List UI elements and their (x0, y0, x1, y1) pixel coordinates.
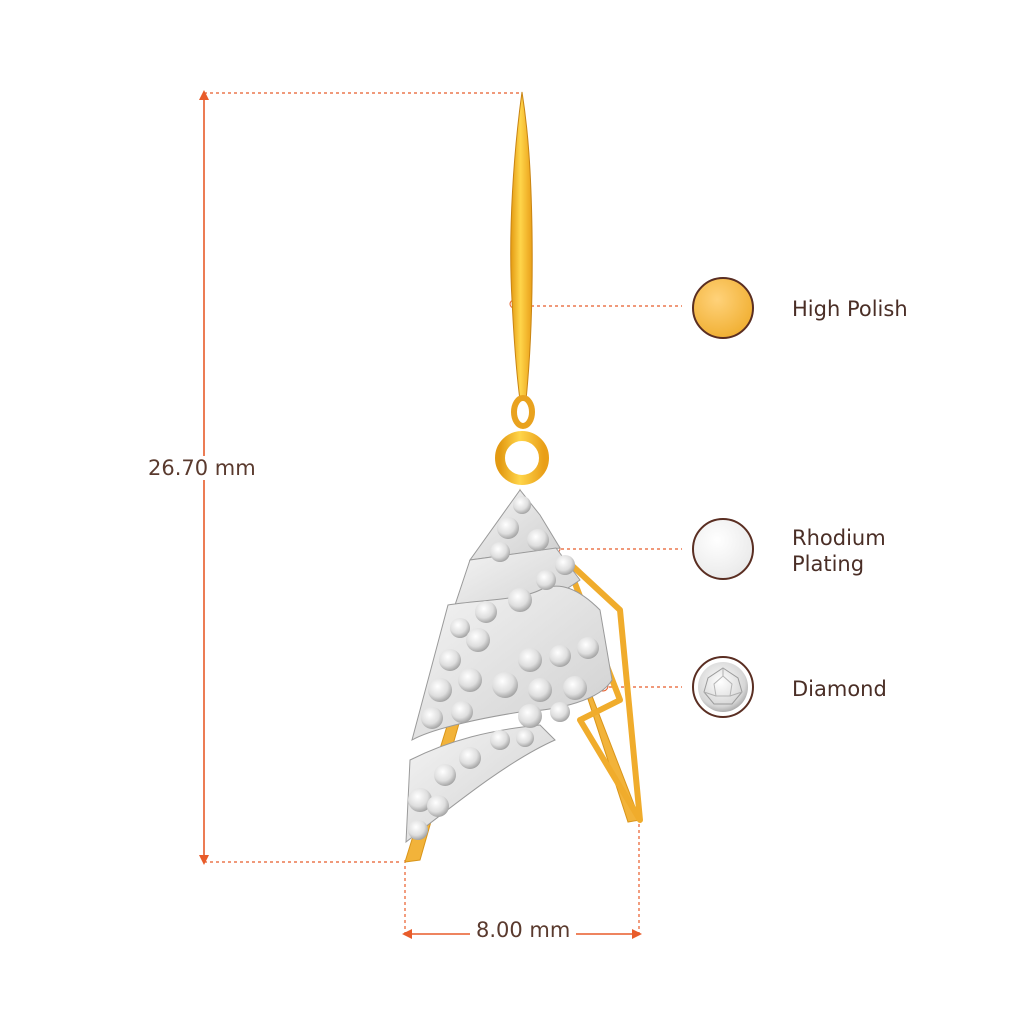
diamond-swatch-icon (692, 656, 754, 718)
height-dimension-label: 26.70 mm (142, 456, 262, 480)
gold-swatch-icon (692, 277, 754, 339)
gem (563, 676, 587, 700)
gem (549, 645, 571, 667)
gem (516, 729, 534, 747)
gem (550, 702, 570, 722)
diamond-facet-icon (698, 662, 748, 712)
gem (497, 517, 519, 539)
gem (536, 570, 556, 590)
height-arrow-top (199, 90, 209, 100)
diamond-stones (408, 496, 599, 840)
gem (490, 542, 510, 562)
gem (408, 788, 432, 812)
gem (439, 649, 461, 671)
gem (490, 730, 510, 750)
gem (450, 618, 470, 638)
gem (508, 588, 532, 612)
material-label-rhodium-plating: Rhodium Plating (792, 526, 886, 576)
earring-illustration (404, 91, 643, 863)
gem (451, 701, 473, 723)
height-arrow-bottom (199, 855, 209, 865)
gem (466, 628, 490, 652)
gem (434, 764, 456, 786)
gem (577, 637, 599, 659)
gem (458, 668, 482, 692)
material-label-high-polish: High Polish (792, 297, 908, 321)
gem (459, 747, 481, 769)
gem (408, 820, 428, 840)
ear-hook (510, 91, 533, 401)
gem (555, 555, 575, 575)
gem (427, 795, 449, 817)
gem (513, 496, 531, 514)
gem (492, 672, 518, 698)
jump-ring (495, 431, 549, 485)
gem (475, 601, 497, 623)
gem (421, 707, 443, 729)
gem (428, 678, 452, 702)
gem (528, 678, 552, 702)
gem (527, 529, 549, 551)
gem (518, 704, 542, 728)
rhodium-swatch-icon (692, 518, 754, 580)
width-dimension-label: 8.00 mm (470, 918, 577, 942)
hook-loop (511, 395, 535, 429)
gem (518, 648, 542, 672)
width-arrow-left (402, 929, 412, 939)
material-label-diamond: Diamond (792, 677, 887, 701)
width-arrow-right (632, 929, 642, 939)
